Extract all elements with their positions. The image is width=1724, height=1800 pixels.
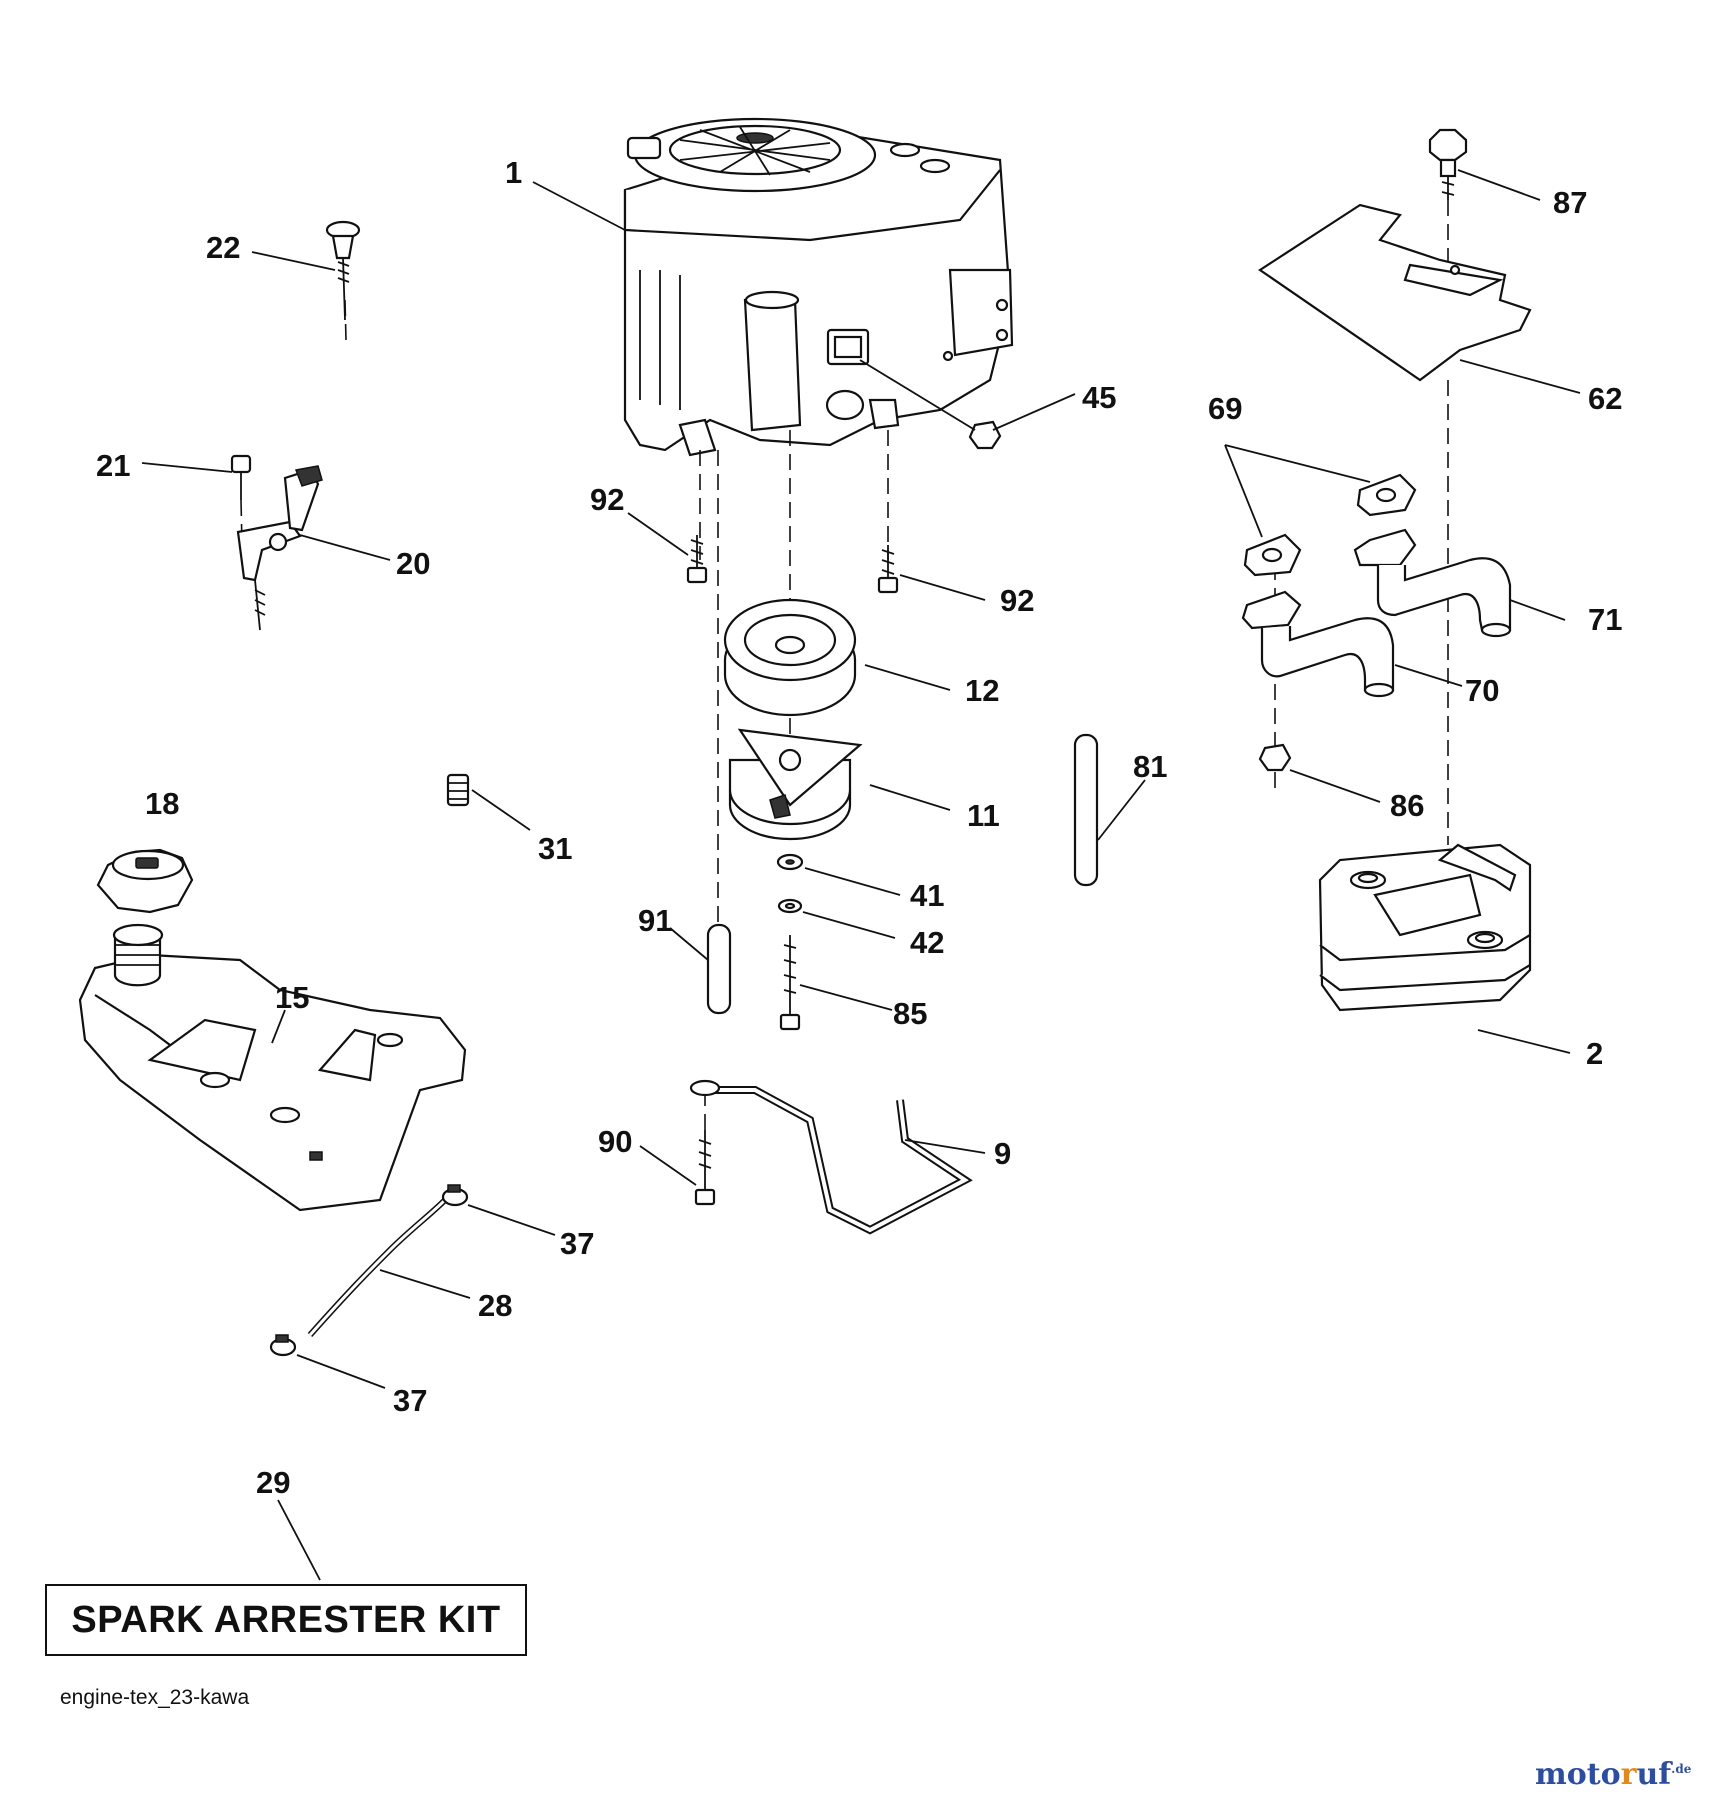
- hose-clamp-upper: [441, 1184, 469, 1207]
- throttle-control-part: [230, 454, 323, 631]
- callout-71: 71: [1588, 602, 1623, 637]
- callout-42: 42: [910, 925, 945, 960]
- spacer-91-part: [706, 923, 732, 1015]
- fuel-tank-part: [78, 923, 467, 1212]
- pulley-part: [723, 598, 857, 717]
- bolt-90-part: [694, 1090, 716, 1206]
- clutch-part: [728, 728, 863, 841]
- washer-42: [777, 898, 803, 914]
- callout-31: 31: [538, 831, 573, 866]
- callout-11: 11: [967, 798, 1000, 833]
- leader-1: [532, 181, 626, 231]
- callout-62: 62: [1588, 381, 1623, 416]
- hose-clamp-lower: [269, 1334, 297, 1357]
- callout-37-lower: 37: [393, 1383, 428, 1418]
- callout-29: 29: [256, 1465, 291, 1500]
- bolt-85-part: [779, 935, 801, 1031]
- watermark-logo: motoruf.de: [1535, 1757, 1692, 1792]
- engine-part: [623, 117, 1014, 457]
- callout-18: 18: [145, 786, 180, 821]
- callout-12: 12: [965, 673, 1000, 708]
- callout-91: 91: [638, 903, 673, 938]
- bolt-92-left: [686, 535, 708, 584]
- washer-41: [776, 853, 804, 871]
- callout-41: 41: [910, 878, 945, 913]
- exhaust-pipe-71: [1353, 528, 1512, 638]
- callout-81: 81: [1133, 749, 1168, 784]
- gasket-69-lower: [1243, 533, 1302, 577]
- callout-21: 21: [96, 448, 131, 483]
- tube-81-part: [1073, 733, 1099, 887]
- drawing-id: engine-tex_23-kawa: [60, 1686, 250, 1709]
- fuel-hose-part: [307, 1197, 448, 1337]
- callout-9: 9: [994, 1136, 1012, 1171]
- callout-90: 90: [598, 1124, 633, 1159]
- muffler-2-part: [1318, 843, 1532, 1012]
- callout-45: 45: [1082, 380, 1117, 415]
- spark-arrester-kit-label: SPARK ARRESTER KIT: [71, 1598, 501, 1641]
- heat-shield-62-part: [1258, 203, 1532, 382]
- callout-22: 22: [206, 230, 241, 265]
- bolt-92-right: [877, 545, 899, 594]
- callout-86: 86: [1390, 788, 1425, 823]
- bushing-31-part: [446, 773, 470, 807]
- callout-85: 85: [893, 996, 928, 1031]
- gasket-69-upper: [1356, 473, 1417, 517]
- callout-28: 28: [478, 1288, 513, 1323]
- knob-87-part: [1428, 128, 1468, 200]
- callout-92-left: 92: [590, 482, 625, 517]
- rod-9-part: [689, 1079, 973, 1235]
- spark-plug-part: [968, 393, 1076, 450]
- callout-92-right: 92: [1000, 583, 1035, 618]
- callout-69: 69: [1208, 391, 1243, 426]
- callout-2: 2: [1586, 1036, 1604, 1071]
- callout-37-upper: 37: [560, 1226, 595, 1261]
- callout-87: 87: [1553, 185, 1588, 220]
- callout-20: 20: [396, 546, 431, 581]
- callout-70: 70: [1465, 673, 1500, 708]
- dipstick-part: [325, 220, 361, 341]
- exhaust-pipe-70: [1241, 590, 1395, 698]
- spark-arrester-kit-box: SPARK ARRESTER KIT: [45, 1584, 527, 1656]
- fuel-cap-part: [96, 848, 194, 914]
- callout-1: 1: [505, 155, 523, 190]
- callout-15: 15: [275, 980, 310, 1015]
- nut-86-part: [1258, 743, 1292, 790]
